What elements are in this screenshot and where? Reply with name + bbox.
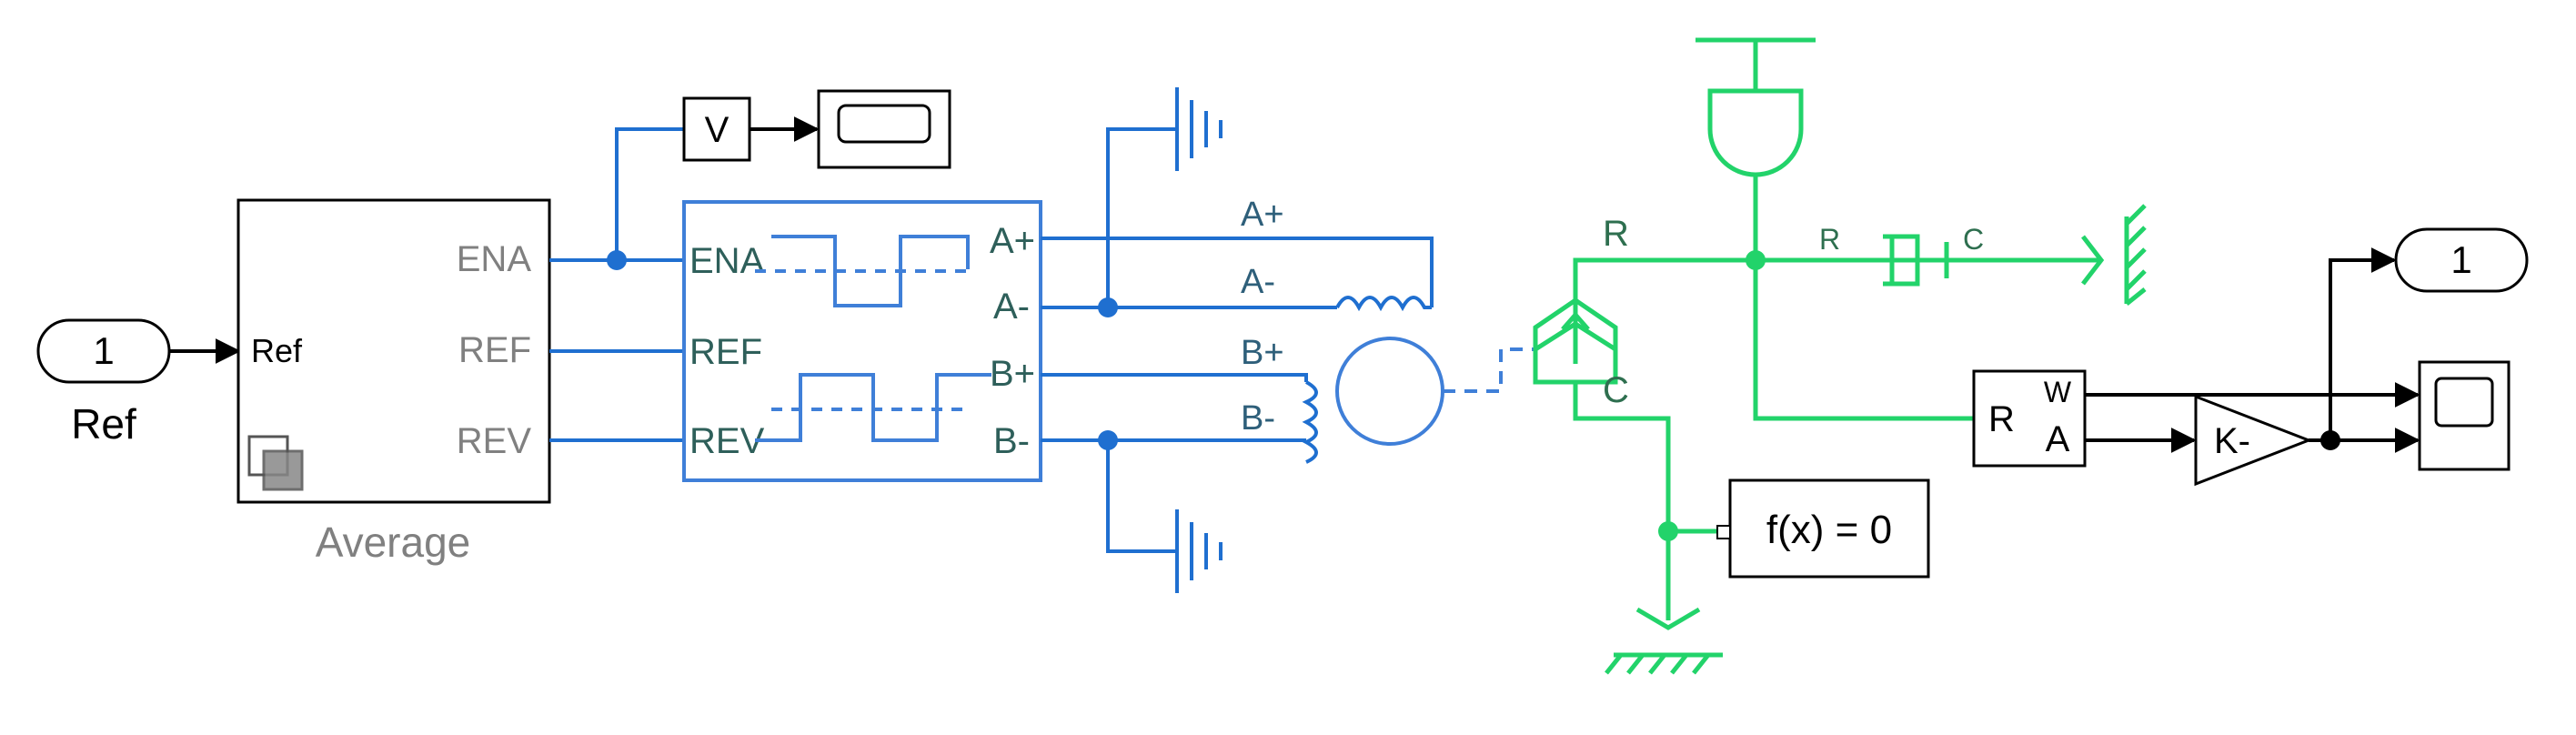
- stepper-driver-block[interactable]: ENA REF REV A+ A- B+ B-: [682, 200, 1042, 482]
- junction-rotor-c: [1658, 521, 1678, 541]
- motor-terminal-b-minus: B-: [1241, 399, 1275, 438]
- motor-terminal-b-plus: B+: [1241, 334, 1284, 372]
- gain-block[interactable]: K-: [2194, 394, 2313, 487]
- driver-port-a-plus: A+: [990, 221, 1035, 261]
- inertia-block[interactable]: [1696, 37, 1816, 177]
- voltage-sensor-label: V: [705, 110, 730, 150]
- average-port-ena: ENA: [457, 239, 532, 279]
- junction-gain-out: [2320, 430, 2340, 450]
- motor-phase-wires[interactable]: [1041, 127, 1434, 553]
- solver-configuration-block[interactable]: f(x) = 0: [1716, 478, 1930, 579]
- rotational-damper-block[interactable]: R C: [1819, 223, 1984, 287]
- electrical-ground-top[interactable]: [1175, 87, 1223, 171]
- junction-a-minus: [1098, 297, 1118, 317]
- voltage-scope-block[interactable]: [817, 89, 951, 169]
- average-port-rev: REV: [457, 421, 532, 461]
- motor-terminal-a-minus: A-: [1241, 263, 1275, 301]
- damper-port-c: C: [1963, 223, 1984, 256]
- mechanical-reference-bottom[interactable]: [1605, 607, 1723, 675]
- coil-b-icon: [1302, 380, 1318, 464]
- electro-mechanical-converter-block[interactable]: R C: [1533, 214, 1629, 410]
- average-in-port-label: Ref: [251, 332, 303, 369]
- electrical-ground-bottom[interactable]: [1175, 509, 1223, 593]
- outport-1[interactable]: 1: [2394, 227, 2529, 293]
- outport-number: 1: [2450, 238, 2471, 281]
- driver-port-ref: REF: [689, 332, 762, 372]
- average-subsystem-block[interactable]: Ref ENA REF REV Average: [236, 198, 551, 566]
- converter-port-c: C: [1603, 370, 1629, 410]
- stepper-motor-block[interactable]: A+ A- B+ B-: [1241, 196, 1535, 464]
- pulse-waveform-icon: [755, 235, 991, 442]
- driver-port-b-plus: B+: [990, 354, 1035, 394]
- motor-terminal-a-plus: A+: [1241, 196, 1284, 234]
- solver-label: f(x) = 0: [1766, 508, 1892, 552]
- subsystem-variant-icon: [247, 435, 304, 491]
- gain-label: K-: [2214, 421, 2250, 461]
- driver-port-ena: ENA: [689, 241, 765, 281]
- mechanical-reference-right[interactable]: [2063, 204, 2147, 306]
- motion-sensor-port-a: A: [2046, 419, 2070, 459]
- average-port-ref: REF: [458, 330, 531, 370]
- motor-rotor-icon: [1335, 337, 1444, 446]
- ref-inport-number: 1: [93, 329, 114, 372]
- junction-b-minus: [1098, 430, 1118, 450]
- ref-inport[interactable]: 1 Ref: [36, 318, 171, 448]
- driver-port-a-minus: A-: [993, 287, 1030, 327]
- sensor-output-lines[interactable]: [2085, 247, 2420, 453]
- driver-port-rev: REV: [689, 421, 765, 461]
- motion-sensor-port-r: R: [1988, 399, 2015, 439]
- motion-sensor-port-w: W: [2044, 376, 2072, 408]
- coil-a-icon: [1335, 296, 1432, 312]
- voltage-sensor-block[interactable]: V: [682, 96, 751, 162]
- damper-port-r: R: [1819, 223, 1840, 256]
- motion-scope-block[interactable]: [2418, 360, 2511, 471]
- converter-port-r: R: [1603, 214, 1629, 254]
- ref-inport-name: Ref: [71, 400, 136, 448]
- blue-signal-wires[interactable]: [549, 127, 684, 442]
- junction-ena: [607, 250, 627, 270]
- driver-port-b-minus: B-: [993, 421, 1030, 461]
- junction-rotor-r: [1746, 250, 1766, 270]
- motion-sensor-block[interactable]: R W A: [1972, 369, 2087, 468]
- average-block-name: Average: [316, 519, 471, 566]
